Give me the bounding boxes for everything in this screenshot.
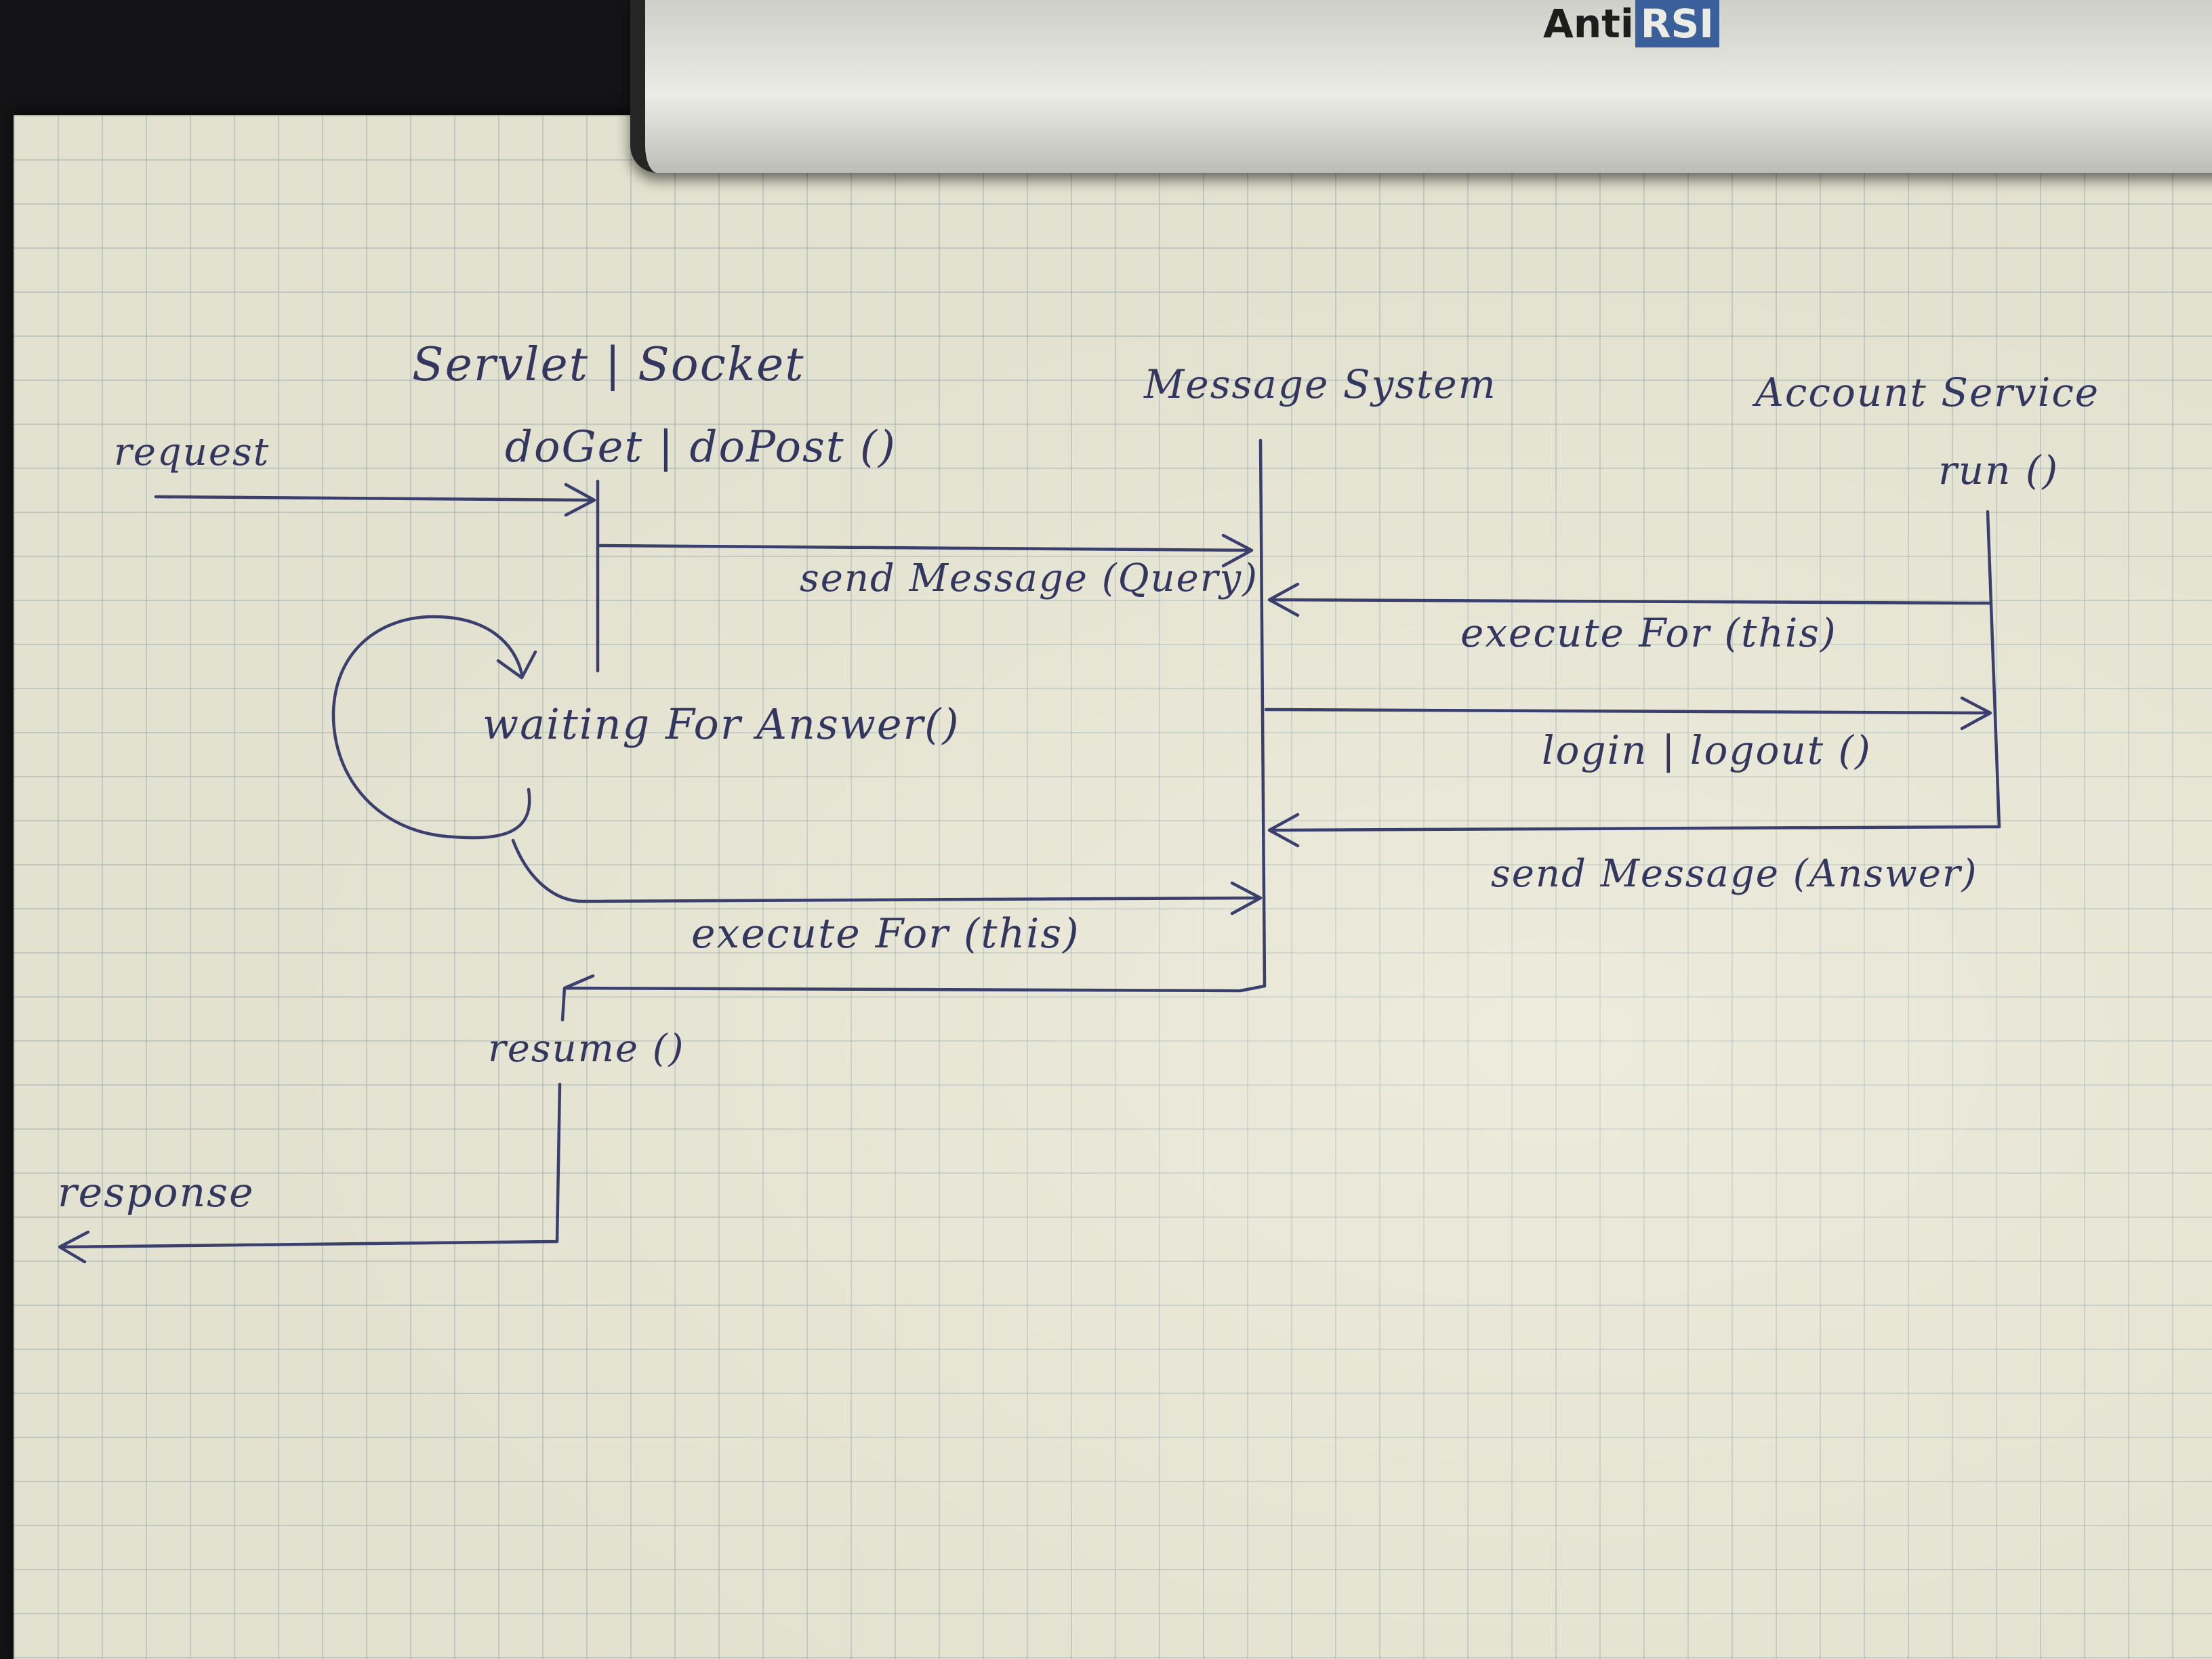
label-request: request xyxy=(114,430,270,474)
label-send-message-query: send Message (Query) xyxy=(800,556,1258,600)
graph-paper xyxy=(14,115,2212,1659)
send-answer-arrow xyxy=(1267,813,2001,848)
label-execute-for-servlet: execute For (this) xyxy=(691,910,1080,958)
login-logout-arrow xyxy=(1264,696,1992,731)
method-resume: resume () xyxy=(488,1027,685,1071)
method-waiting-for-answer: waiting For Answer() xyxy=(483,699,960,749)
label-execute-for-account: execute For (this) xyxy=(1460,610,1837,656)
execute-for-account-arrow xyxy=(1267,582,1991,617)
label-send-message-answer: send Message (Answer) xyxy=(1491,852,1978,896)
send-query-arrow xyxy=(598,533,1254,568)
label-response: response xyxy=(58,1169,255,1216)
label-login-logout: login | logout () xyxy=(1542,727,1872,773)
message-system-lifeline xyxy=(1258,438,1267,988)
brand-rsi: RSI xyxy=(1635,0,1719,47)
response-arrow xyxy=(58,1082,562,1264)
resume-return-arrow xyxy=(560,974,1267,1022)
request-arrow xyxy=(154,483,596,517)
participant-message-system: Message System xyxy=(1144,361,1497,407)
waiting-loop-arrow xyxy=(331,615,537,840)
participant-servlet-socket: Servlet | Socket xyxy=(412,338,805,392)
brand-anti: Anti xyxy=(1543,1,1634,47)
account-service-lifeline xyxy=(1986,510,2001,829)
participant-account-service: Account Service xyxy=(1755,369,2100,415)
method-doget-dopost: doGet | doPost () xyxy=(505,422,897,472)
method-run: run () xyxy=(1938,447,2060,493)
execute-for-servlet-arrow xyxy=(511,838,1263,916)
